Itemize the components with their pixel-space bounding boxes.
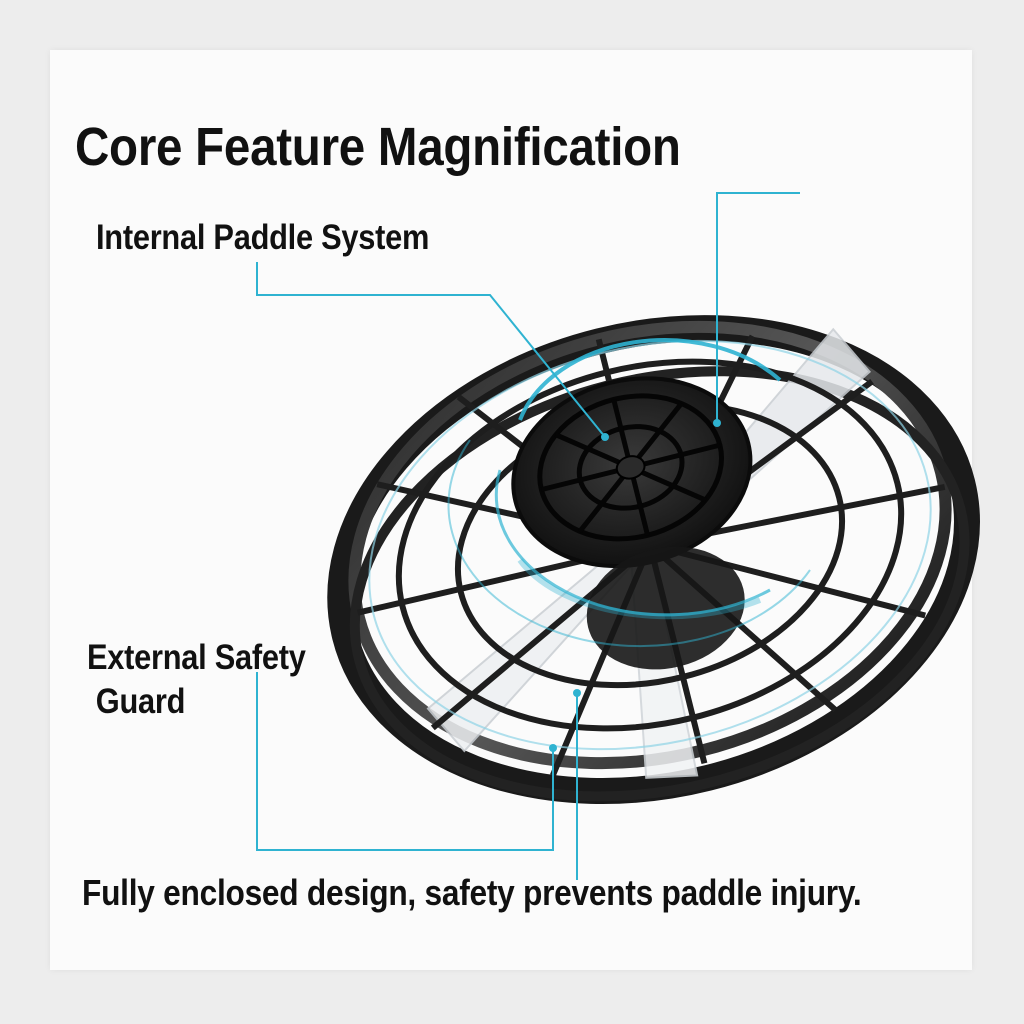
bottom-caption: Fully enclosed design, safety prevents p… [82, 872, 862, 913]
leader-external-guard [256, 672, 554, 851]
magnification-arcs [447, 338, 811, 648]
callout-external-line1: External Safety [87, 638, 306, 677]
leader-internal-paddle [256, 262, 606, 438]
callout-external-safety-guard: External Safety Guard [87, 636, 306, 724]
page-title: Core Feature Magnification [75, 117, 681, 177]
leader-top-right [716, 192, 800, 423]
callout-external-line2: Guard [95, 682, 186, 721]
spinner-device [327, 315, 980, 805]
motor-body [586, 546, 745, 670]
callout-internal-paddle-system: Internal Paddle System [96, 218, 430, 257]
leader-lines [256, 192, 800, 880]
